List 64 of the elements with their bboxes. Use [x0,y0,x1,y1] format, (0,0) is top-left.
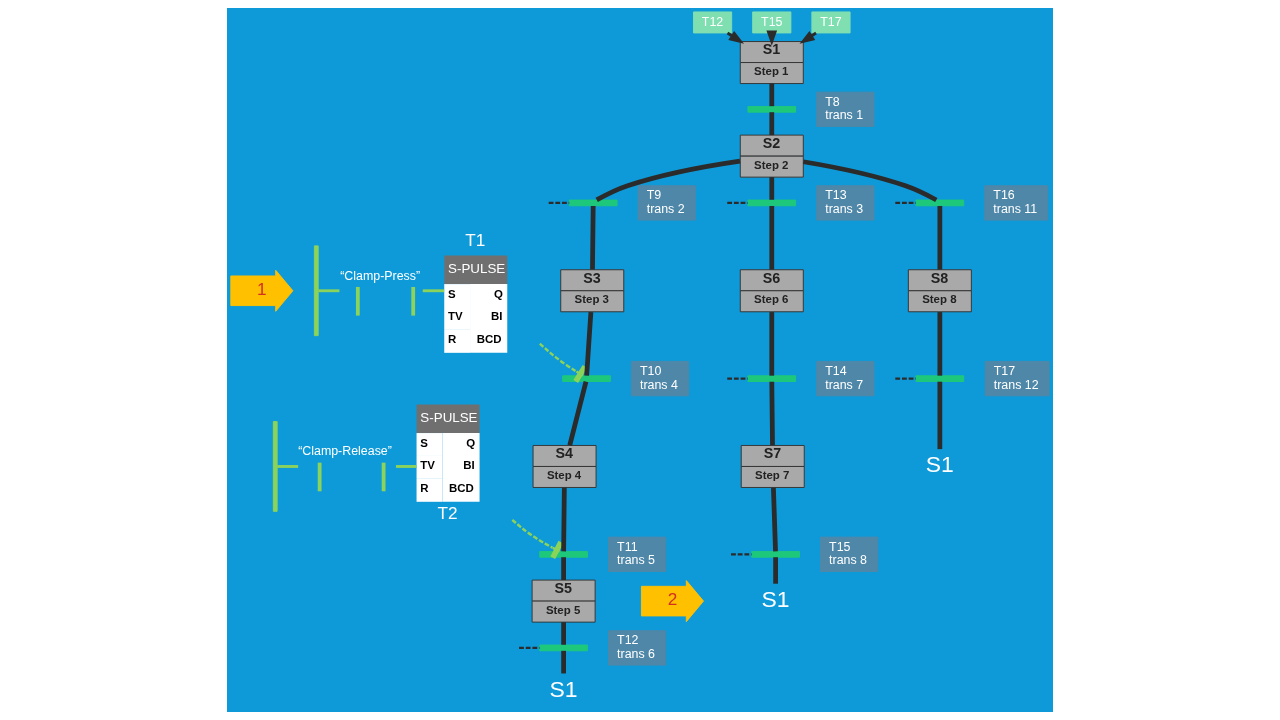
connector [773,557,778,584]
connector [937,206,943,270]
connector [561,487,567,552]
node-box: T12 [693,11,733,34]
node-label: T2 [437,503,458,524]
node-box: T14 trans 7 [816,360,875,397]
connector [561,622,566,645]
node-bar [747,199,797,207]
connector [803,159,938,203]
node-box: T12 trans 6 [608,630,667,666]
node-label: “Clamp-Release” [298,444,392,459]
node-box: T17 [811,11,851,34]
node-box: T8 trans 1 [816,91,875,127]
node-bar [747,375,797,382]
node-bar [539,644,588,652]
connector [731,553,752,556]
connector [277,465,299,468]
node-bar [747,106,797,113]
node-bar [568,199,618,207]
connector [727,201,748,205]
node-text: S1 [549,675,578,702]
connector [595,158,741,203]
connector [519,646,540,650]
node-box: T9 trans 2 [637,185,696,221]
node-bar [562,375,611,382]
node-box: T16 trans 11 [984,185,1049,221]
connector [318,289,340,293]
connector [895,201,916,205]
connector [727,377,748,380]
node-text: S1 [925,451,954,478]
node-label: “Clamp-Press” [340,268,421,283]
connector [561,557,566,581]
node-bar [539,551,588,558]
connector [511,518,564,560]
connector [422,289,445,293]
connector [937,381,943,450]
node-bar [915,199,965,207]
connector [937,312,943,376]
connector [769,83,775,107]
node-box: T10 trans 4 [630,360,690,397]
node-text: S1 [761,586,790,613]
connector [895,377,916,380]
node-bar [915,375,965,382]
connector [548,201,570,205]
connector [769,177,775,200]
connector [590,205,596,270]
node-box: T11 trans 5 [608,536,667,572]
node-bar [313,245,319,337]
connector [769,206,775,270]
connector [567,381,589,446]
node-bar [272,421,278,512]
node-bar [751,551,800,558]
connector [539,342,588,383]
connector [769,381,775,446]
connector [769,112,775,136]
connector [561,650,566,674]
connector [771,487,778,552]
node-label: T1 [465,230,486,251]
connector [769,312,775,376]
node-box: T13 trans 3 [816,185,875,221]
node-box: T15 trans 8 [820,536,879,572]
node-box: T17 trans 12 [984,360,1050,397]
connector [584,311,594,376]
connector [395,465,417,468]
